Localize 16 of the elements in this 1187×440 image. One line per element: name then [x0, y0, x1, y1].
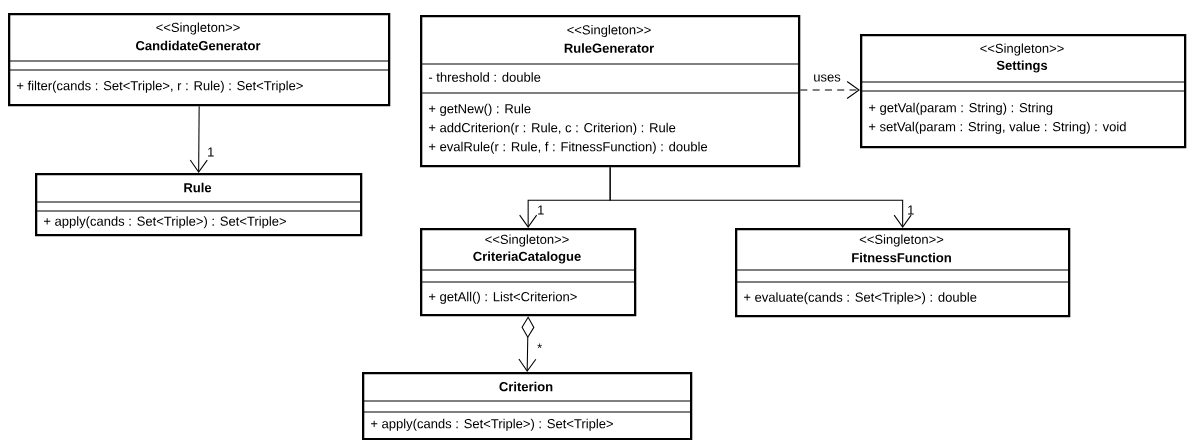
edge-label: 1 — [208, 147, 214, 157]
edge-label: * — [537, 343, 542, 349]
arrow — [609, 166, 912, 228]
edge-label: 1 — [908, 205, 914, 215]
arrow — [799, 80, 860, 100]
arrow — [518, 316, 537, 372]
class-box: <<Singleton>> Settings + getVal(param : String) : String + setVal(param : String, value : String) : void — [859, 34, 1187, 149]
edge-label: uses — [814, 74, 841, 82]
edge-label: 1 — [538, 205, 544, 215]
class-box: <<Singleton>> RuleGenerator - threshold : double + getNew() : Rule + addCriterion(r : Rule, c : Criterion) : Rule + evalRule(r : Rule, f : FitnessFunction) : double — [419, 15, 801, 168]
class-box: Criterion + apply(cands : Set<Triple>) : Set<Triple> — [361, 372, 693, 440]
class-box: <<Singleton>> CriteriaCatalogue + getAll() : List<Criterion> — [419, 228, 637, 317]
class-box: Rule + apply(cands : Set<Triple>) : Set<Triple> — [34, 173, 363, 237]
class-box: <<Singleton>> FitnessFunction + evaluate(cands : Set<Triple>) : double — [734, 228, 1071, 318]
arrow — [189, 105, 208, 173]
class-box: <<Singleton>> CandidateGenerator + filter(cands : Set<Triple>, r : Rule) : Set<Triple> — [7, 13, 391, 107]
